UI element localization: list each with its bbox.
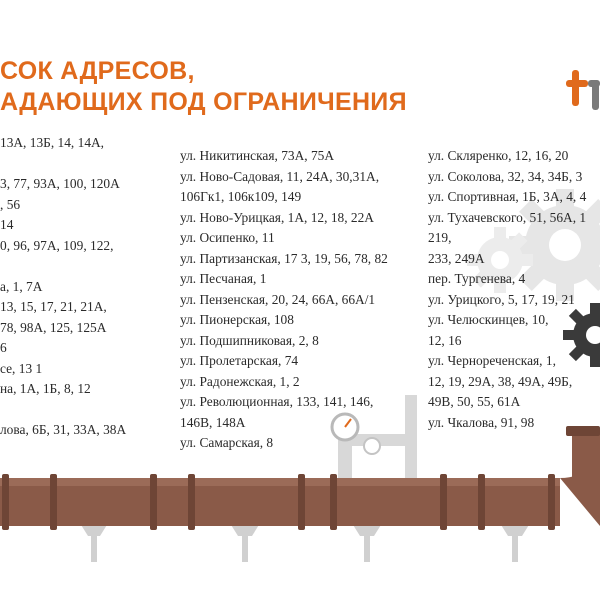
address-line: ул. Революционная, 133, 141, 146, (180, 394, 374, 409)
address-column-2: ул. Никитинская, 73А, 75А ул. Ново-Садова… (180, 146, 388, 454)
address-line: а, 1, 7А (0, 278, 43, 294)
address-line (0, 256, 126, 277)
address-line: 233, 249А (428, 250, 485, 266)
address-line: на, 1А, 1Б, 8, 12 (0, 381, 91, 396)
address-line: ул. Осипенко, 11 (180, 230, 275, 245)
address-line: 14 (0, 217, 14, 232)
brand-logo-icon (566, 70, 600, 110)
address-line: ул. Ново-Садовая, 11, 24А, 30,31А, (180, 168, 380, 184)
address-line (0, 154, 126, 175)
address-line: 13, 15, 17, 21, 21А, (0, 299, 107, 314)
address-line: се, 13 1 (0, 360, 43, 376)
address-line: ул. Пролетарская, 74 (180, 353, 299, 368)
address-line: ул. Соколова, 32, 34, 34Б, 3 (428, 168, 583, 184)
pressure-gauge-icon (330, 412, 381, 455)
address-line: ул. Подшипниковая, 2, 8 (180, 332, 319, 348)
address-line (0, 400, 126, 421)
address-line: ул. Ново-Урицкая, 1А, 12, 18, 22А (180, 209, 374, 225)
gear-icon (563, 303, 600, 367)
address-line: пер. Тургенева, 4 (428, 271, 526, 286)
address-line: 219, (428, 230, 452, 245)
address-line: 78, 98А, 125, 125А (0, 319, 107, 335)
address-column-1: 13А, 13Б, 14, 14А, 3, 77, 93А, 100, 120А,… (0, 133, 126, 441)
address-line: , 56 (0, 196, 21, 212)
address-line: 12, 19, 29А, 38, 49А, 49Б, (428, 373, 573, 389)
address-line: 146В, 148А (180, 414, 246, 430)
address-line: лова, 6Б, 31, 33А, 38А (0, 422, 127, 437)
address-line: 49В, 50, 55, 61А (428, 394, 521, 409)
address-line: ул. Чернореченская, 1, (428, 353, 556, 368)
address-line: ул. Песчаная, 1 (180, 271, 267, 286)
address-line: 106Гк1, 106к109, 149 (180, 189, 302, 204)
address-line: ул. Челюскинцев, 10, (428, 312, 549, 327)
address-line: ул. Радонежская, 1, 2 (180, 373, 300, 389)
address-line: ул. Спортивная, 1Б, 3А, 4, 4 (428, 189, 587, 204)
title-line-1: СОК АДРЕСОВ, (0, 57, 195, 85)
address-line: ул. Пионерская, 108 (180, 312, 294, 327)
address-line: ул. Чкалова, 91, 98 (428, 414, 535, 430)
address-line: 6 (0, 340, 7, 355)
title-line-2: АДАЮЩИХ ПОД ОГРАНИЧЕНИЯ (0, 88, 407, 116)
address-line: ул. Скляренко, 12, 16, 20 (428, 148, 569, 163)
page-title: СОК АДРЕСОВ, АДАЮЩИХ ПОД ОГРАНИЧЕНИЯ (0, 56, 407, 118)
address-line: ул. Самарская, 8 (180, 435, 274, 450)
address-line: ул. Партизанская, 17 3, 19, 56, 78, 82 (180, 250, 388, 266)
address-line: ул. Никитинская, 73А, 75А (180, 148, 335, 163)
address-line: ул. Пензенская, 20, 24, 66А, 66А/1 (180, 291, 376, 307)
address-line: 12, 16 (428, 332, 462, 348)
address-line: 13А, 13Б, 14, 14А, (0, 135, 105, 150)
address-line: 0, 96, 97А, 109, 122, (0, 237, 114, 253)
address-line: 3, 77, 93А, 100, 120А (0, 176, 120, 191)
address-column-3: ул. Скляренко, 12, 16, 20 ул. Соколова, 3… (428, 146, 586, 433)
address-line: ул. Тухачевского, 51, 56А, 1 (428, 209, 587, 225)
address-line: ул. Урицкого, 5, 17, 19, 21 (428, 291, 575, 307)
gear-icon (467, 227, 533, 293)
